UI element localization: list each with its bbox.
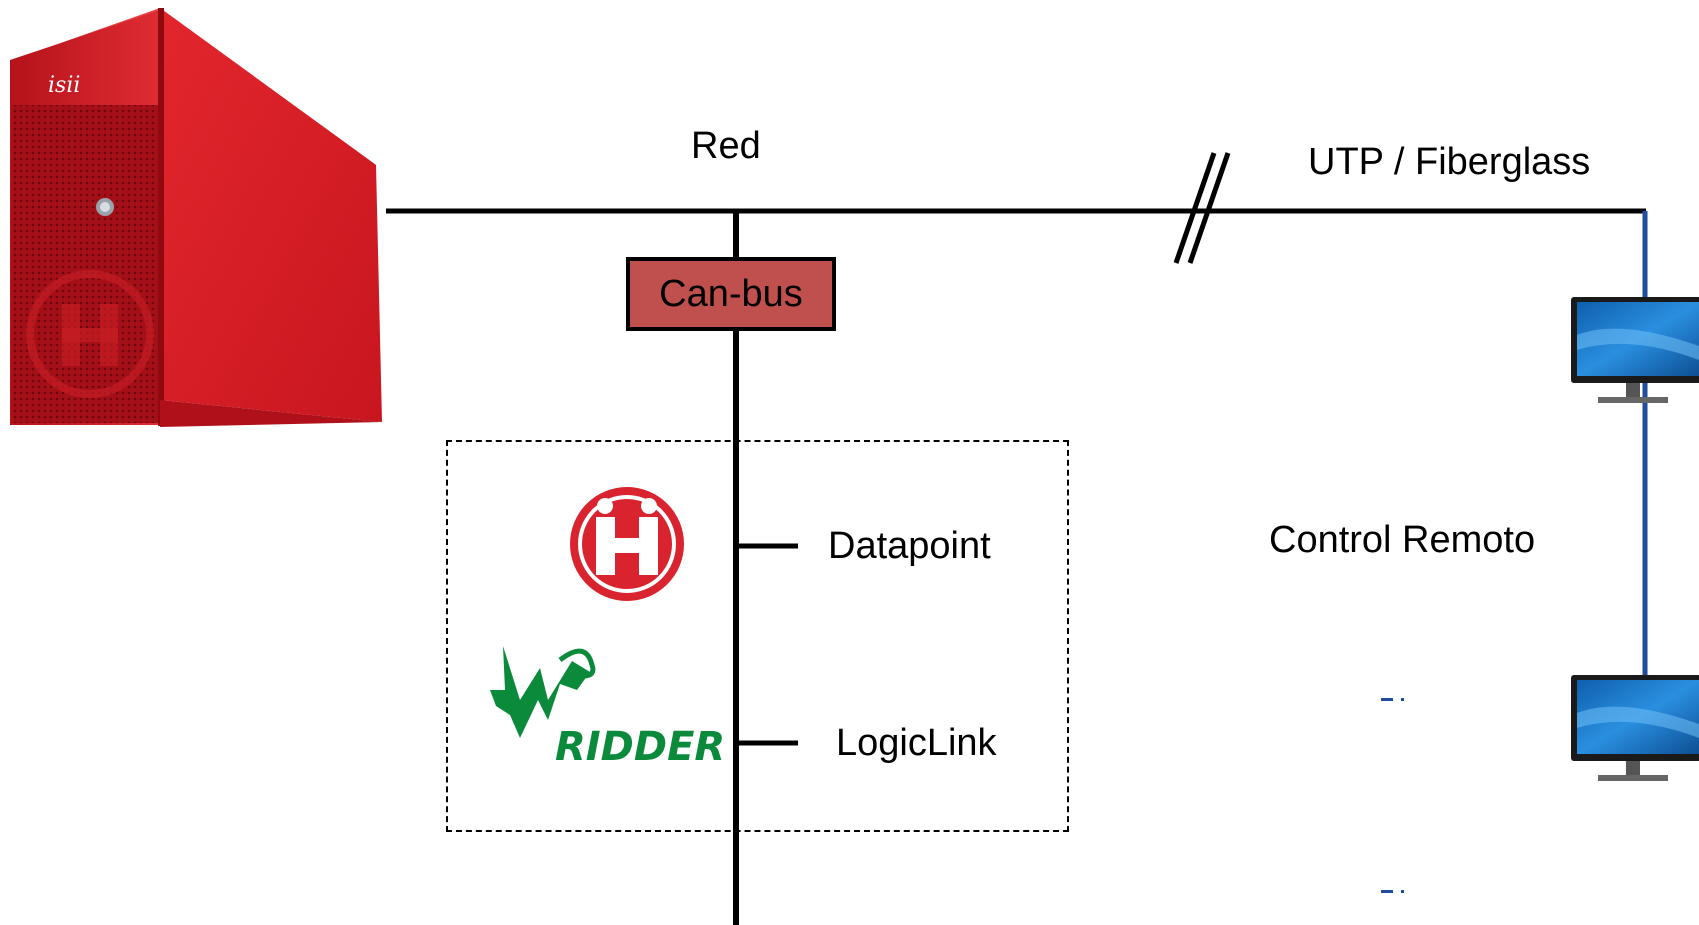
- device-group-box: [446, 440, 1069, 832]
- break-mark-2: [1187, 152, 1231, 264]
- break-mark-1: [1173, 152, 1217, 264]
- monitor-icon: [1571, 297, 1699, 403]
- server-tower-icon: [10, 8, 382, 427]
- datapoint-label: Datapoint: [828, 525, 991, 567]
- ridder-logo-icon: RIDDER: [490, 646, 725, 770]
- logiclink-label: LogicLink: [836, 722, 997, 764]
- link-label: UTP / Fiberglass: [1308, 141, 1591, 183]
- monitor-icon: [1571, 675, 1699, 781]
- server-brand-text: isii: [48, 73, 80, 98]
- ridder-text: RIDDER: [555, 724, 725, 770]
- dash-dot: [1401, 890, 1404, 893]
- hoogendoorn-logo-icon: [570, 487, 684, 601]
- dash-mark: [1381, 698, 1393, 701]
- canbus-node: Can-bus: [626, 257, 836, 331]
- remote-label: Control Remoto: [1269, 519, 1536, 561]
- dash-dot: [1401, 698, 1404, 701]
- dash-mark: [1381, 890, 1393, 893]
- network-label: Red: [691, 125, 761, 167]
